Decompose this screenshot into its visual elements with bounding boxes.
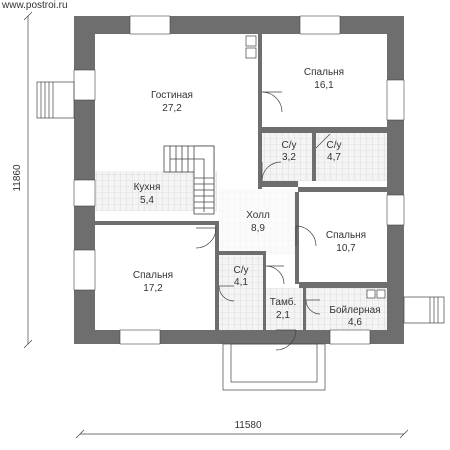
room-area: 5,4 xyxy=(140,195,154,206)
room-name: С/у xyxy=(234,265,249,276)
doors xyxy=(195,91,331,351)
dimension-lines xyxy=(23,11,409,439)
bathroom-2-floor xyxy=(316,133,387,181)
interior-walls xyxy=(95,34,387,330)
room-area: 10,7 xyxy=(336,243,356,254)
room-area: 4,6 xyxy=(348,317,362,328)
room-name: Спальня xyxy=(133,270,173,281)
room-name: Холл xyxy=(246,210,270,221)
room-area: 17,2 xyxy=(143,283,163,294)
room-area: 3,2 xyxy=(282,152,296,163)
room-area: 4,7 xyxy=(327,152,341,163)
front-porch xyxy=(222,343,326,391)
hall-floor xyxy=(219,189,295,255)
right-porch xyxy=(403,296,445,324)
fixtures xyxy=(245,35,386,299)
room-area: 4,1 xyxy=(234,277,248,288)
room-name: Бойлерная xyxy=(329,305,380,316)
room-name: Спальня xyxy=(304,67,344,78)
site-url: www.postroi.ru xyxy=(2,0,68,11)
room-area: 8,9 xyxy=(251,223,265,234)
windows xyxy=(73,15,405,345)
tambour-floor xyxy=(266,288,303,330)
room-area: 27,2 xyxy=(162,103,182,114)
room-name: Кухня xyxy=(134,182,161,193)
bathroom-3-floor xyxy=(219,255,263,330)
room-name: С/у xyxy=(327,140,342,151)
left-porch xyxy=(36,81,75,119)
staircase xyxy=(163,145,215,215)
room-name: Гостиная xyxy=(151,90,193,101)
room-name: С/у xyxy=(282,140,297,151)
room-name: Спальня xyxy=(326,230,366,241)
height-dimension-label: 11860 xyxy=(12,164,23,192)
width-dimension-label: 11580 xyxy=(234,420,262,431)
room-area: 16,1 xyxy=(314,80,334,91)
room-area: 2,1 xyxy=(276,310,290,321)
bathroom-1-floor xyxy=(262,133,312,181)
room-name: Тамб. xyxy=(270,296,297,308)
